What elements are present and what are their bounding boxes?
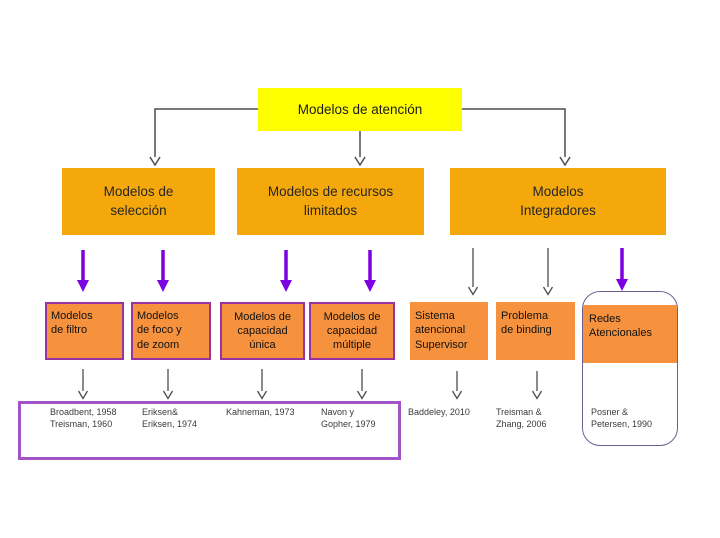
arrow-seleccion-filtro [77,250,89,292]
edge-root-to-integradores [462,108,571,167]
arrow-foco-refs [162,369,174,400]
redes-atencionales-group: Redes Atencionales Posner & Petersen, 19… [582,291,678,446]
reference-broadbent-treisman: Broadbent, 1958 Treisman, 1960 [50,407,117,429]
node-modelos-recursos-limitados: Modelos de recursos limitados [237,168,424,235]
node-modelos-integradores: Modelos Integradores [450,168,666,235]
arrow-seleccion-foco [157,250,169,292]
arrow-integradores-redes [616,248,628,291]
node-modelos-foco-zoom: Modelos de foco y de zoom [131,302,211,360]
reference-navon-gopher: Navon y Gopher, 1979 [321,407,376,429]
arrow-unica-refs [256,369,268,400]
arrow-sistema-refs [451,371,463,400]
node-redes-atencionales: Redes Atencionales [583,305,677,363]
node-modelos-de-filtro: Modelos de filtro [45,302,124,360]
node-modelos-de-atencion: Modelos de atención [258,88,462,131]
reference-baddeley: Baddeley, 2010 [408,407,470,417]
node-capacidad-multiple: Modelos de capacidad múltiple [309,302,395,360]
edge-root-to-recursos [354,131,366,167]
edge-root-to-seleccion [149,108,258,167]
arrow-integradores-binding [542,248,554,296]
arrow-filtro-refs [77,369,89,400]
reference-posner-petersen: Posner & Petersen, 1990 [591,407,653,429]
references-box [18,401,401,460]
node-problema-de-binding: Problema de binding [496,302,575,360]
arrow-multiple-refs [356,369,368,400]
arrow-recursos-multiple [364,250,376,292]
node-capacidad-unica: Modelos de capacidad única [220,302,305,360]
arrow-binding-refs [531,371,543,400]
reference-eriksen-eriksen: Eriksen& Eriksen, 1974 [142,407,198,429]
node-sistema-atencional-supervisor: Sistema atencional Supervisor [410,302,488,360]
reference-treisman-zhang: Treisman & Zhang, 2006 [496,407,547,429]
reference-kahneman: Kahneman, 1973 [226,407,295,417]
node-modelos-de-seleccion: Modelos de selección [62,168,215,235]
arrow-integradores-sistema [467,248,479,296]
arrow-recursos-unica [280,250,292,292]
